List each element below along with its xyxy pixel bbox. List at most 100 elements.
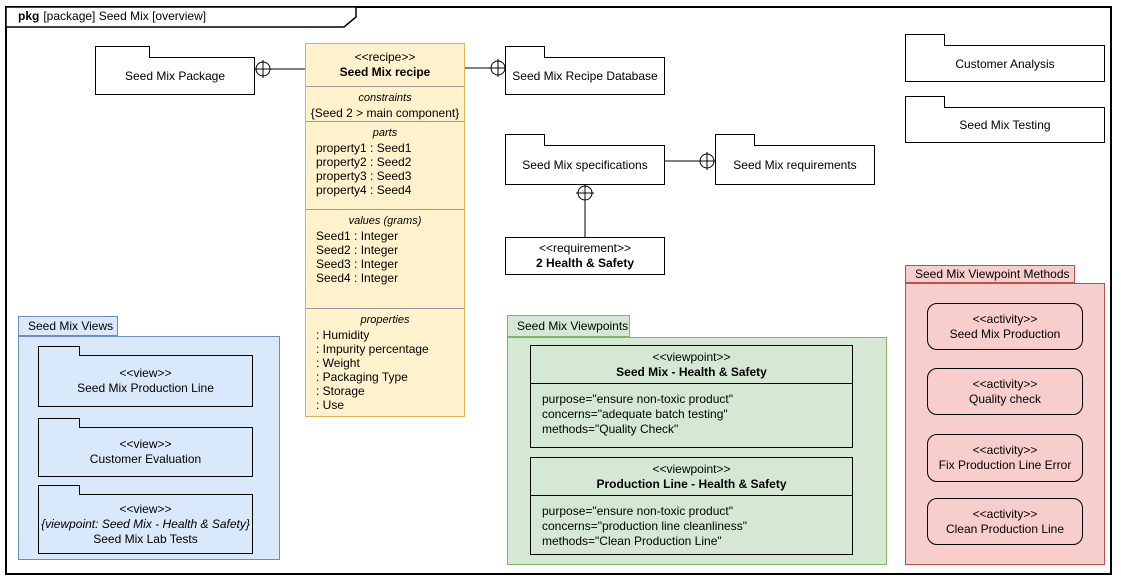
viewpoint-attribute: purpose="ensure non-toxic product" — [542, 392, 733, 406]
frame-title: pkg[package] Seed Mix [overview] — [18, 9, 348, 23]
section-label: properties — [360, 314, 410, 326]
activity-seed-mix-production: <<activity>> Seed Mix Production — [927, 303, 1083, 350]
activity-stereotype: <<activity>> — [972, 443, 1038, 457]
package-seed-mix-requirements: Seed Mix requirements — [715, 134, 875, 185]
package-tab — [505, 46, 545, 58]
package-label: Customer Analysis — [955, 56, 1055, 71]
view-name: Seed Mix Lab Tests — [93, 531, 198, 546]
recipe-values-section: values (grams) Seed1 : Integer Seed2 : I… — [306, 209, 464, 308]
part-line: property2 : Seed2 — [316, 155, 412, 169]
activity-name: Quality check — [968, 391, 1042, 406]
activity-quality-check: <<activity>> Quality check — [927, 368, 1083, 415]
frame-title-text: [package] Seed Mix [overview] — [43, 9, 207, 23]
property-line: : Use — [316, 398, 345, 412]
activity-fix-production-line-error: <<activity>> Fix Production Line Error — [927, 434, 1083, 482]
package-tab — [95, 46, 150, 58]
view-stereotype: <<view>> — [119, 437, 172, 451]
viewpoint-attribute: purpose="ensure non-toxic product" — [542, 504, 733, 518]
methods-group-tab: Seed Mix Viewpoint Methods — [905, 265, 1075, 283]
property-line: : Storage — [316, 384, 365, 398]
property-line: : Impurity percentage — [316, 342, 429, 356]
value-line: Seed2 : Integer — [316, 243, 399, 257]
viewpoints-group-tab: Seed Mix Viewpoints — [507, 315, 630, 337]
view-seed-mix-lab-tests: <<view>> {viewpoint: Seed Mix - Health &… — [38, 485, 253, 554]
package-tab — [905, 34, 945, 46]
package-customer-analysis: Customer Analysis — [905, 34, 1105, 82]
viewpoint-production-line-health-safety: <<viewpoint>> Production Line - Health &… — [530, 457, 853, 555]
view-stereotype: <<view>> — [119, 501, 172, 516]
view-seed-mix-production-line: <<view>> Seed Mix Production Line — [38, 346, 253, 407]
package-seed-mix-testing: Seed Mix Testing — [905, 96, 1105, 143]
viewpoint-body: purpose="ensure non-toxic product" conce… — [531, 384, 852, 437]
viewpoint-name: Seed Mix - Health & Safety — [616, 364, 767, 379]
viewpoint-stereotype: <<viewpoint>> — [652, 349, 731, 364]
package-seed-mix-specifications: Seed Mix specifications — [505, 134, 665, 185]
views-group-tab: Seed Mix Views — [18, 316, 118, 336]
requirement-node: <<requirement>> 2 Health & Safety — [505, 237, 665, 275]
viewpoint-attribute: concerns="production line cleanliness" — [542, 519, 747, 533]
frame-keyword: pkg — [18, 9, 40, 23]
viewpoint-attribute: methods="Quality Check" — [542, 422, 679, 436]
viewpoints-group-title: Seed Mix Viewpoints — [517, 319, 629, 333]
part-line: property4 : Seed4 — [316, 183, 412, 197]
viewpoint-body: purpose="ensure non-toxic product" conce… — [531, 496, 852, 549]
activity-stereotype: <<activity>> — [972, 311, 1038, 326]
constraint-line: {Seed 2 > main component} — [310, 106, 460, 120]
requirement-name: 2 Health & Safety — [535, 256, 635, 270]
value-line: Seed1 : Integer — [316, 229, 399, 243]
activity-clean-production-line: <<activity>> Clean Production Line — [927, 498, 1083, 545]
package-label: Seed Mix specifications — [522, 158, 648, 172]
viewpoint-header: <<viewpoint>> Seed Mix - Health & Safety — [531, 346, 852, 384]
viewpoint-attribute: concerns="adequate batch testing" — [542, 407, 728, 421]
package-label: Seed Mix Package — [124, 69, 226, 83]
package-tab — [905, 96, 945, 108]
recipe-constraints-section: constraints {Seed 2 > main component} — [306, 86, 464, 121]
methods-group-title: Seed Mix Viewpoint Methods — [915, 267, 1070, 281]
views-group-title: Seed Mix Views — [28, 319, 114, 333]
package-seed-mix-package: Seed Mix Package — [95, 46, 255, 95]
package-tab — [38, 485, 80, 495]
activity-name: Fix Production Line Error — [938, 458, 1072, 472]
part-line: property1 : Seed1 — [316, 141, 412, 155]
frame-tab-pentagon — [5, 6, 357, 28]
activity-name: Clean Production Line — [945, 521, 1065, 536]
property-line: : Packaging Type — [316, 370, 408, 384]
package-tab — [38, 418, 80, 428]
package-label: Seed Mix Testing — [959, 118, 1051, 132]
view-qualifier: {viewpoint: Seed Mix - Health & Safety} — [41, 516, 250, 531]
section-label: constraints — [358, 92, 412, 104]
viewpoint-header: <<viewpoint>> Production Line - Health &… — [531, 458, 852, 496]
recipe-name: Seed Mix recipe — [339, 65, 431, 79]
view-name: Customer Evaluation — [89, 452, 202, 466]
viewpoint-stereotype: <<viewpoint>> — [652, 461, 731, 476]
package-seed-mix-recipe-database: Seed Mix Recipe Database — [505, 46, 665, 95]
activity-stereotype: <<activity>> — [972, 376, 1038, 391]
section-label: parts — [372, 127, 398, 139]
view-stereotype: <<view>> — [119, 366, 172, 380]
package-tab — [715, 134, 755, 146]
diagram-frame — [5, 6, 1112, 575]
viewpoint-attribute: methods="Clean Production Line" — [542, 534, 722, 548]
value-line: Seed4 : Integer — [316, 271, 399, 285]
recipe-node: <<recipe>> Seed Mix recipe constraints {… — [305, 43, 465, 417]
recipe-header: <<recipe>> Seed Mix recipe — [306, 44, 464, 86]
recipe-parts-section: parts property1 : Seed1 property2 : Seed… — [306, 121, 464, 209]
viewpoint-seed-mix-health-safety: <<viewpoint>> Seed Mix - Health & Safety… — [530, 345, 853, 448]
package-tab — [38, 346, 80, 356]
frame-tab-shape — [5, 6, 357, 28]
view-name: Seed Mix Production Line — [77, 381, 214, 395]
property-line: : Weight — [316, 356, 360, 370]
recipe-properties-section: properties : Humidity : Impurity percent… — [306, 308, 464, 418]
section-label: values (grams) — [348, 215, 422, 227]
package-label: Seed Mix Recipe Database — [512, 69, 658, 83]
package-label: Seed Mix requirements — [733, 158, 857, 172]
part-line: property3 : Seed3 — [316, 169, 412, 183]
requirement-stereotype: <<requirement>> — [538, 241, 632, 255]
package-tab — [505, 134, 545, 146]
activity-name: Seed Mix Production — [949, 326, 1061, 341]
value-line: Seed3 : Integer — [316, 257, 399, 271]
viewpoint-name: Production Line - Health & Safety — [596, 476, 787, 491]
activity-stereotype: <<activity>> — [972, 506, 1038, 521]
property-line: : Humidity — [316, 328, 370, 342]
